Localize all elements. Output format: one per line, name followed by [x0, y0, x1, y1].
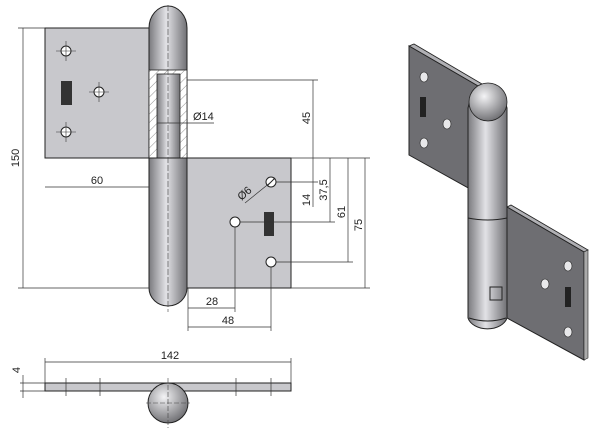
dim-hole-offset-2: 37,5 [318, 179, 330, 200]
dim-overall-height: 150 [10, 149, 22, 167]
dim-hole-offset-3: 61 [336, 206, 348, 218]
dim-bore-depth: 45 [301, 112, 313, 124]
bottom-view [44, 378, 292, 428]
dim-overall-width: 142 [161, 350, 179, 362]
front-view [44, 5, 292, 312]
logo-stamp-left [61, 81, 72, 105]
dimensions [18, 27, 370, 398]
iso-knuckle [467, 88, 508, 330]
dim-pin-diameter: Ø14 [193, 111, 214, 123]
iso-logo-left [420, 97, 426, 117]
dim-hole-offset-1: 14 [301, 194, 313, 206]
logo-stamp-right [264, 212, 274, 236]
dim-hole-horiz-1: 28 [206, 296, 218, 308]
dim-thickness: 4 [11, 367, 23, 373]
isometric-view [408, 43, 589, 361]
pin-bore [156, 73, 181, 159]
iso-pin-square [489, 286, 503, 301]
dim-leaf-height: 75 [353, 219, 365, 231]
dim-leaf-width: 60 [91, 175, 103, 187]
iso-logo-right [565, 287, 571, 307]
iso-knuckle-cap [468, 82, 508, 122]
dim-hole-horiz-2: 48 [222, 315, 234, 327]
